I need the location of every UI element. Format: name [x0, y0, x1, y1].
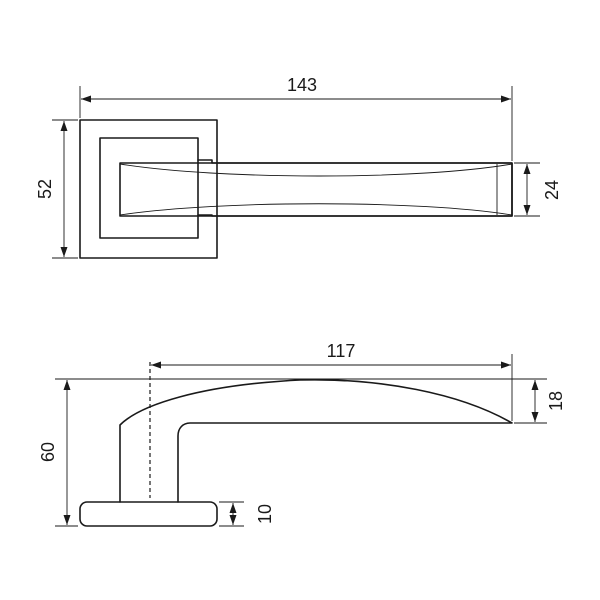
- top-view: 143 52 24: [35, 75, 562, 259]
- rose-base: [79, 501, 218, 527]
- rose-inner-square: [99, 137, 199, 239]
- lever-upper-curve: [119, 163, 513, 177]
- dim-overall-length: 143: [287, 75, 317, 95]
- dim-rose-height: 52: [35, 179, 55, 199]
- side-view: 117 60 18 10: [38, 341, 566, 527]
- rose-outer-square: [79, 119, 218, 259]
- dim-total-height: 60: [38, 442, 58, 462]
- lever-inner-panel: [119, 162, 513, 217]
- dim-lever-thickness: 18: [546, 391, 566, 411]
- lever-top-outline: [197, 159, 513, 217]
- dim-lever-width: 24: [542, 180, 562, 200]
- dim-rose-thickness: 10: [255, 504, 275, 524]
- handle-profile: [119, 379, 513, 503]
- dim-lever-length: 117: [327, 341, 356, 361]
- lever-lower-curve: [119, 203, 513, 216]
